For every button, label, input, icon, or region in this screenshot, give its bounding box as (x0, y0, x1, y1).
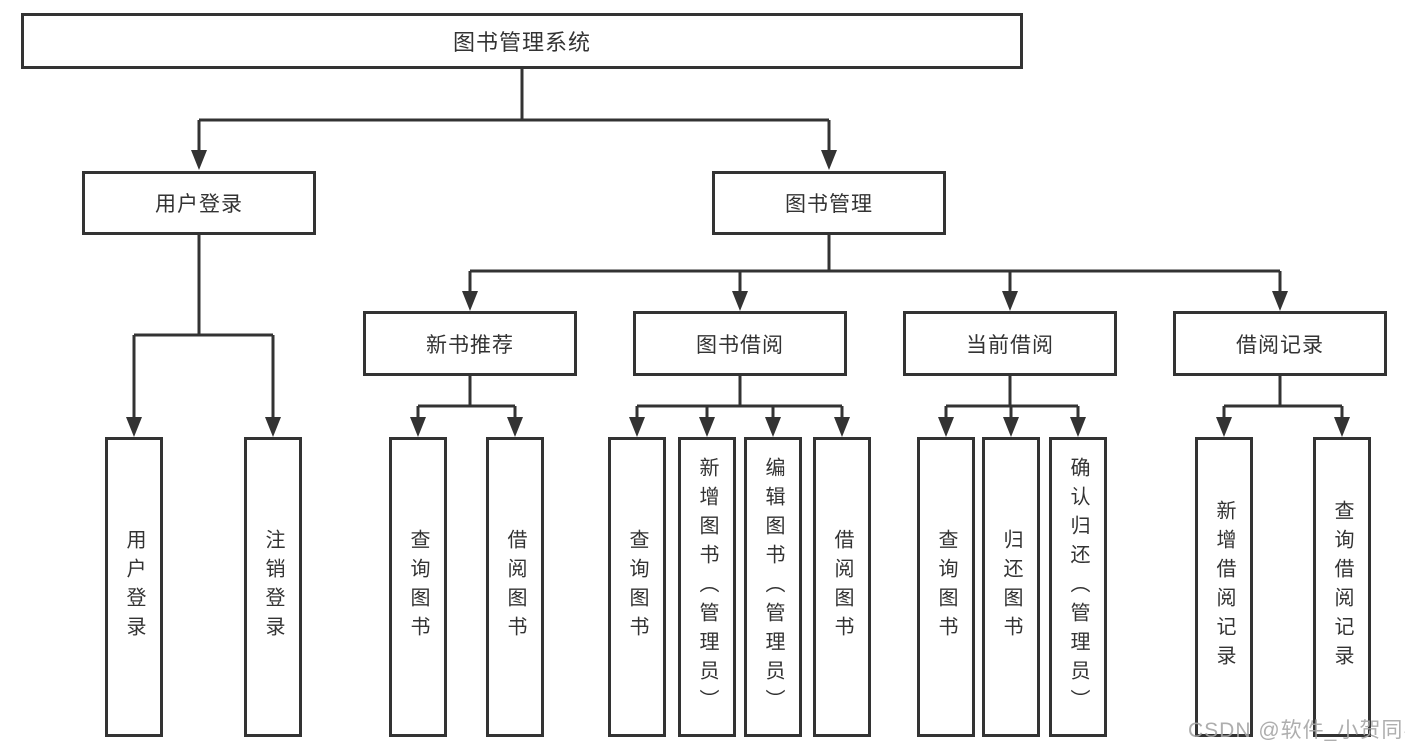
node-borrow-books-2: 借阅图书 (813, 437, 871, 737)
node-edit-books-admin: 编辑图书（管理员） (744, 437, 802, 737)
node-user-login: 用户登录 (82, 171, 316, 235)
node-user-login-action: 用户登录 (105, 437, 163, 737)
node-label: 图书管理系统 (452, 30, 591, 55)
node-add-books-admin: 新增图书（管理员） (678, 437, 736, 737)
node-current-borrowing: 当前借阅 (903, 311, 1117, 376)
node-label: 编辑图书（管理员） (762, 456, 784, 718)
node-library-management-system: 图书管理系统 (21, 13, 1023, 69)
node-label: 新书推荐 (426, 333, 514, 357)
node-label: 查询借阅记录 (1331, 500, 1353, 674)
csdn-watermark: CSDN @软件_小贺同学 (1188, 719, 1405, 742)
node-label: 用户登录 (123, 529, 145, 645)
node-label: 查询图书 (407, 529, 429, 645)
node-confirm-return-admin: 确认归还（管理员） (1049, 437, 1107, 737)
node-query-books-3: 查询图书 (917, 437, 975, 737)
node-borrowing-records: 借阅记录 (1173, 311, 1387, 376)
node-label: 注销登录 (262, 529, 284, 645)
node-label: 确认归还（管理员） (1067, 456, 1089, 718)
node-borrow-books-1: 借阅图书 (486, 437, 544, 737)
node-label: 借阅图书 (831, 529, 853, 645)
node-label: 借阅图书 (504, 529, 526, 645)
node-label: 查询图书 (935, 529, 957, 645)
node-label: 新增借阅记录 (1213, 500, 1235, 674)
node-label: 当前借阅 (966, 333, 1054, 357)
node-label: 用户登录 (155, 193, 243, 216)
node-label: 查询图书 (626, 529, 648, 645)
node-query-borrow-record: 查询借阅记录 (1313, 437, 1371, 737)
node-label: 图书借阅 (696, 333, 784, 357)
node-label: 借阅记录 (1236, 333, 1324, 357)
node-add-borrow-record: 新增借阅记录 (1195, 437, 1253, 737)
node-label: 图书管理 (785, 193, 873, 216)
node-label: 归还图书 (1000, 529, 1022, 645)
node-book-management: 图书管理 (712, 171, 946, 235)
node-label: 新增图书（管理员） (696, 456, 718, 718)
node-new-book-recommendation: 新书推荐 (363, 311, 577, 376)
node-logout-action: 注销登录 (244, 437, 302, 737)
node-query-books-2: 查询图书 (608, 437, 666, 737)
node-book-borrowing: 图书借阅 (633, 311, 847, 376)
node-return-books: 归还图书 (982, 437, 1040, 737)
node-query-books-1: 查询图书 (389, 437, 447, 737)
